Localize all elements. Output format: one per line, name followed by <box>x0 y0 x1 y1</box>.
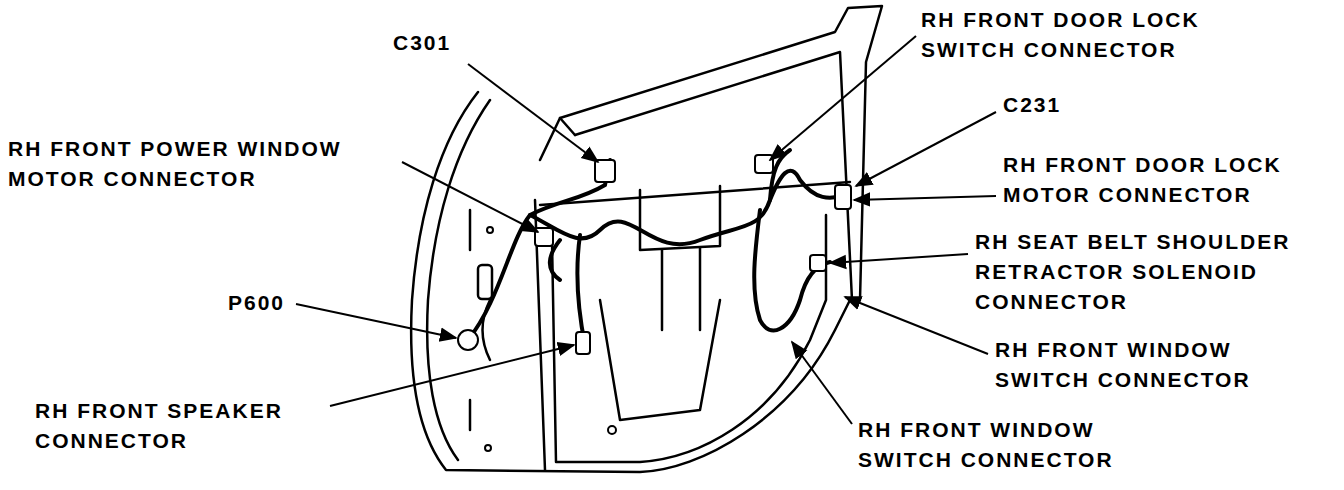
lock-switch-connector <box>755 155 773 173</box>
leader-line <box>830 254 968 263</box>
callout-label: RH FRONT WINDOW SWITCH CONNECTOR <box>858 415 1118 475</box>
leader-line <box>330 345 574 406</box>
callout-label: RH SEAT BELT SHOULDER RETRACTOR SOLENOID… <box>975 227 1295 317</box>
callout-label: C301 <box>393 28 456 58</box>
door-hole <box>478 265 492 299</box>
window-frame <box>540 6 882 300</box>
callout-label: RH FRONT SPEAKER CONNECTOR <box>35 396 287 456</box>
leader-line <box>468 64 598 162</box>
door-hole <box>608 426 616 434</box>
c301-connector <box>595 160 615 182</box>
connectors-drawn <box>458 155 851 451</box>
leader-line <box>792 342 852 424</box>
c231-connector <box>835 185 851 209</box>
regulator <box>600 300 720 420</box>
window-track <box>662 248 700 330</box>
door-hole <box>487 227 493 233</box>
door-hole <box>485 445 491 451</box>
leader-line <box>856 112 996 186</box>
callout-label: RH FRONT DOOR LOCK SWITCH CONNECTOR <box>921 5 1204 65</box>
callout-label: RH FRONT WINDOW SWITCH CONNECTOR <box>995 335 1255 395</box>
callout-label: C231 <box>1003 90 1066 120</box>
leader-line <box>770 36 916 160</box>
motor-connector <box>535 228 553 246</box>
door-shell <box>411 6 882 472</box>
callout-label: RH FRONT POWER WINDOW MOTOR CONNECTOR <box>8 134 346 194</box>
callout-label: P600 <box>228 288 290 318</box>
door-edge <box>427 100 490 460</box>
window-frame-inner <box>575 52 852 300</box>
speaker-connector <box>576 332 590 354</box>
leader-line <box>402 162 538 232</box>
p600-grommet <box>458 330 478 350</box>
inner-panel <box>535 182 850 470</box>
frame-corner <box>560 118 575 135</box>
wire-harness <box>468 150 845 345</box>
panel-opening <box>552 215 826 462</box>
leader-line <box>845 297 988 354</box>
panel-cutout <box>640 186 720 250</box>
leader-line <box>854 196 996 200</box>
solenoid-connector <box>810 255 826 271</box>
callout-label: RH FRONT DOOR LOCK MOTOR CONNECTOR <box>1003 150 1286 210</box>
leader-line <box>296 304 456 338</box>
leader-lines <box>296 36 996 424</box>
